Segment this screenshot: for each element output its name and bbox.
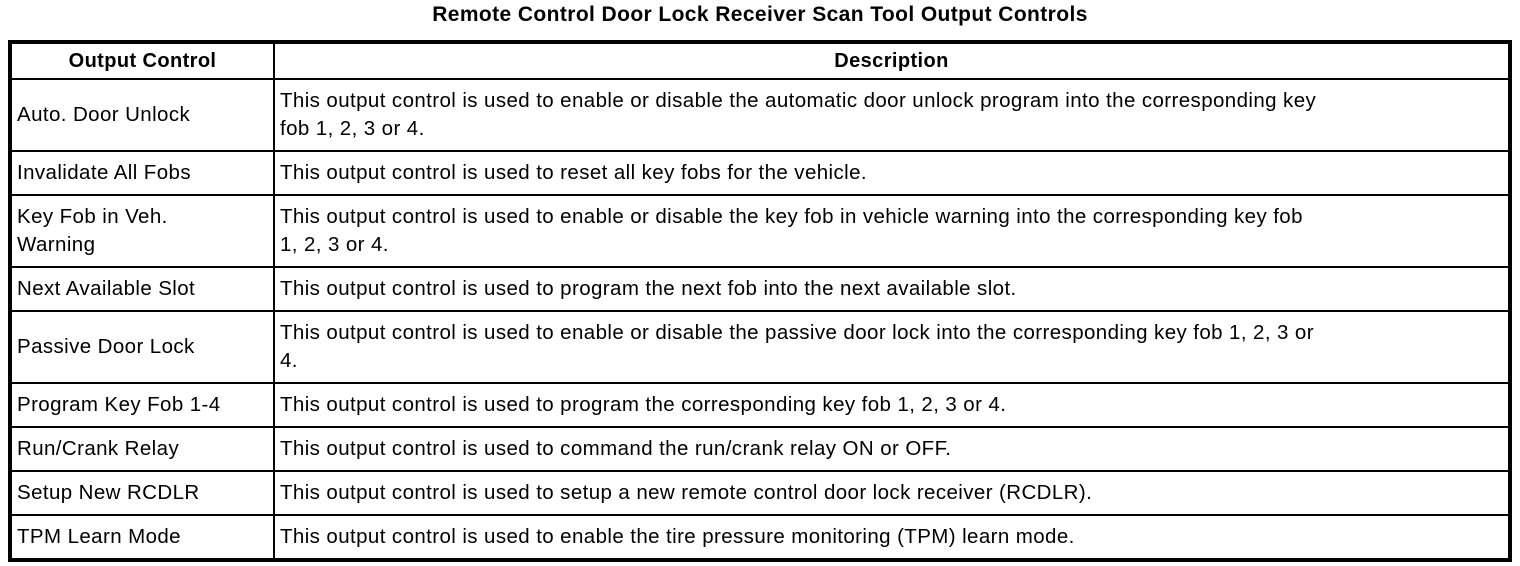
table-row: Program Key Fob 1-4 This output control … [9,382,1511,428]
column-header-output-control: Output Control [9,41,275,80]
description-cell: This output control is used to setup a n… [273,470,1511,516]
table-row: Auto. Door Unlock This output control is… [9,78,1511,152]
table-row: Passive Door Lock This output control is… [9,310,1511,384]
output-controls-table: Output Control Description Auto. Door Un… [8,40,1512,562]
output-control-cell: Auto. Door Unlock [9,78,275,152]
table-row: Setup New RCDLR This output control is u… [9,470,1511,516]
description-cell: This output control is used to enable or… [273,310,1511,384]
output-control-cell: Passive Door Lock [9,310,275,384]
table-header-row: Output Control Description [9,41,1511,80]
table-row: Invalidate All Fobs This output control … [9,150,1511,196]
column-header-description: Description [273,41,1511,80]
table-body: Auto. Door Unlock This output control is… [9,78,1511,561]
output-control-cell: Program Key Fob 1-4 [9,382,275,428]
description-cell: This output control is used to enable or… [273,194,1511,268]
page-title: Remote Control Door Lock Receiver Scan T… [432,3,1088,26]
output-control-cell: Setup New RCDLR [9,470,275,516]
output-control-cell: Invalidate All Fobs [9,150,275,196]
description-cell: This output control is used to enable th… [273,514,1511,561]
output-control-cell: Key Fob in Veh. Warning [9,194,275,268]
table-row: TPM Learn Mode This output control is us… [9,514,1511,561]
description-cell: This output control is used to reset all… [273,150,1511,196]
table-row: Run/Crank Relay This output control is u… [9,426,1511,472]
output-control-cell: Next Available Slot [9,266,275,312]
output-control-cell: TPM Learn Mode [9,514,275,561]
output-control-cell: Run/Crank Relay [9,426,275,472]
description-cell: This output control is used to program t… [273,266,1511,312]
table-row: Key Fob in Veh. Warning This output cont… [9,194,1511,268]
description-cell: This output control is used to command t… [273,426,1511,472]
description-cell: This output control is used to program t… [273,382,1511,428]
description-cell: This output control is used to enable or… [273,78,1511,152]
table-row: Next Available Slot This output control … [9,266,1511,312]
